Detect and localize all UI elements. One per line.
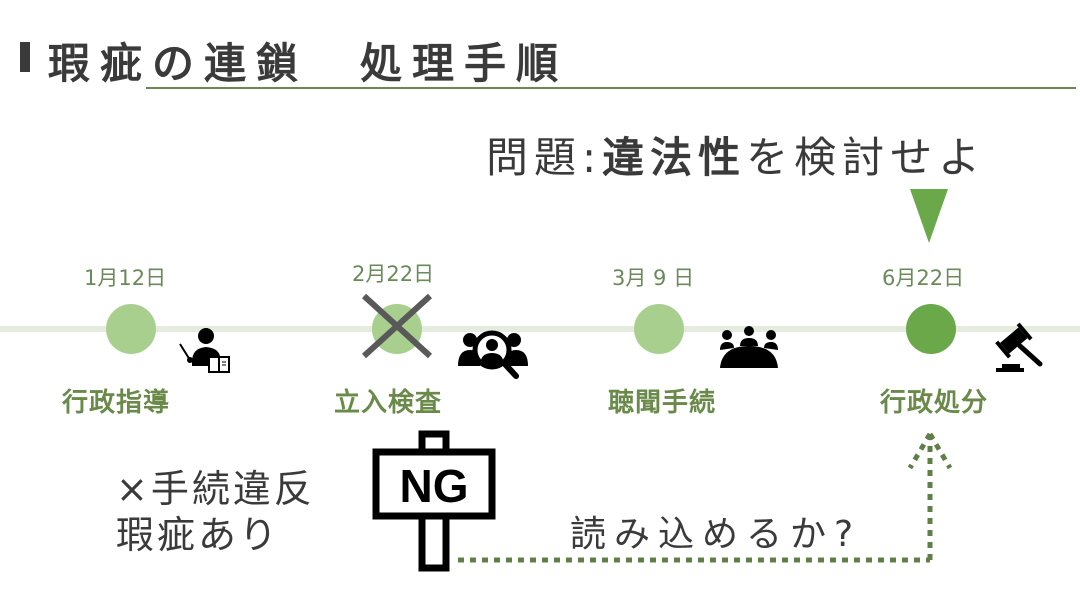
defect-note-line1: ×手続違反 (116, 467, 315, 511)
question-text: 問題:違法性を検討せよ (486, 124, 986, 185)
defect-note: ×手続違反 瑕疵あり (116, 466, 315, 558)
event-date: 3月 9 日 (612, 266, 695, 290)
event-dot (634, 304, 684, 354)
cross-mark-icon (361, 293, 433, 359)
gavel-icon (995, 322, 1043, 372)
dotted-arrow (458, 432, 953, 563)
defect-note-line2: 瑕疵あり (116, 513, 281, 557)
event-dot-active (906, 304, 956, 354)
meeting-icon (720, 326, 778, 368)
title-underline (146, 87, 1076, 89)
event-label: 聴聞手続 (608, 388, 717, 418)
event-label: 行政処分 (880, 388, 989, 418)
event-label: 立入検査 (334, 388, 443, 418)
down-arrow-icon (910, 189, 948, 243)
event-date: 6月22日 (882, 266, 965, 290)
event-label: 行政指導 (62, 388, 171, 418)
event-date: 1月12日 (84, 266, 167, 290)
event-date: 2月22日 (352, 262, 435, 286)
question-emphasis: 違法性 (602, 133, 747, 182)
question-suffix: を検討せよ (746, 133, 987, 182)
teacher-icon (179, 328, 230, 373)
event-dot (106, 304, 156, 354)
carry-question: 読み込めるか? (570, 514, 862, 555)
search-people-icon (458, 330, 528, 379)
ng-sign-icon: NG (372, 430, 496, 572)
page-title: 瑕疵の連鎖 処理手順 (48, 39, 569, 88)
title-marker (20, 42, 30, 72)
timeline-line (0, 326, 1080, 332)
ng-text: NG (400, 460, 469, 512)
question-prefix: 問題: (486, 133, 603, 182)
